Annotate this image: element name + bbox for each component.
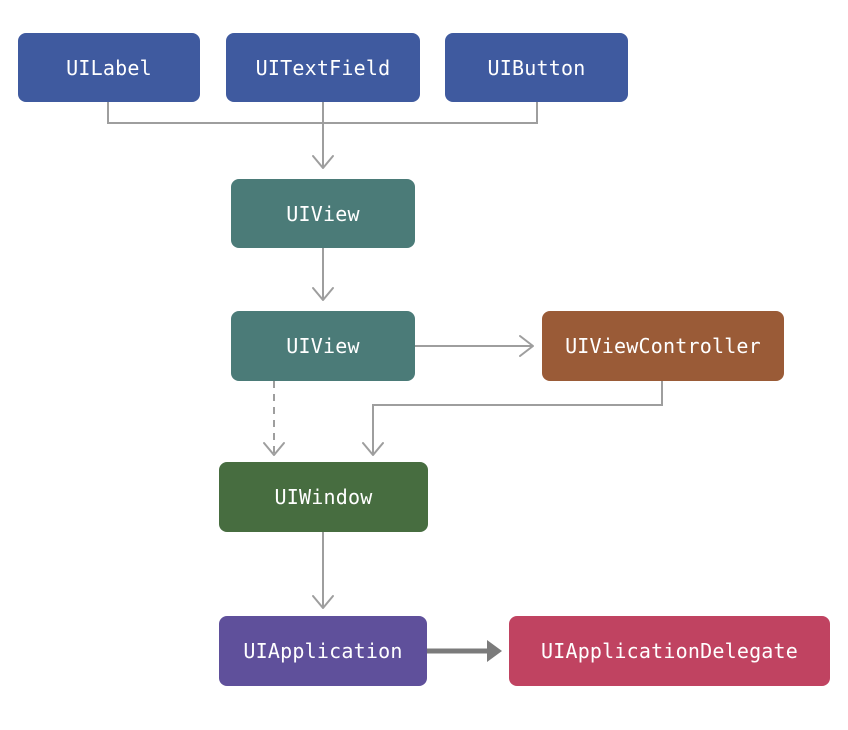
- uiview-top-node-label: UIView: [286, 201, 360, 226]
- uiviewcontroller-node: UIViewController: [542, 311, 784, 381]
- uitextfield-node: UITextField: [226, 33, 420, 102]
- uiview-mid-node-label: UIView: [286, 334, 360, 358]
- uiapplicationdelegate-node: UIApplicationDelegate: [509, 616, 830, 686]
- delegate-arrowhead: [487, 640, 502, 662]
- uibutton-node: UIButton: [445, 33, 628, 102]
- uiview-top-node: UIView: [231, 179, 415, 248]
- uiview-mid-node: UIView: [231, 311, 415, 381]
- uiwindow-node: UIWindow: [219, 462, 428, 532]
- uitextfield-node-label: UITextField: [255, 55, 391, 80]
- uiviewcontroller-to-uiwindow-line: [372, 381, 663, 455]
- uilabel-node: UILabel: [18, 33, 200, 102]
- uilabel-to-merge-line: [107, 102, 323, 124]
- uiwindow-controller-arrowhead: [362, 442, 384, 456]
- uiapplication-arrowhead: [312, 595, 334, 609]
- uiapplicationdelegate-node-label: UIApplicationDelegate: [540, 639, 799, 663]
- uibutton-node-label: UIButton: [487, 55, 586, 80]
- uiview-mid-arrowhead: [312, 287, 334, 301]
- connectors: [107, 102, 663, 662]
- uiapplication-node-label: UIApplication: [243, 639, 403, 663]
- uiviewcontroller-arrowhead: [519, 335, 534, 357]
- uiwindow-node-label: UIWindow: [274, 485, 373, 509]
- uiview-top-arrowhead: [312, 155, 334, 169]
- uiwindow-dashed-arrowhead: [263, 442, 285, 456]
- uiapplication-node: UIApplication: [219, 616, 427, 686]
- uilabel-node-label: UILabel: [66, 55, 152, 80]
- uiviewcontroller-node-label: UIViewController: [565, 334, 761, 358]
- uibutton-to-merge-line: [323, 102, 538, 124]
